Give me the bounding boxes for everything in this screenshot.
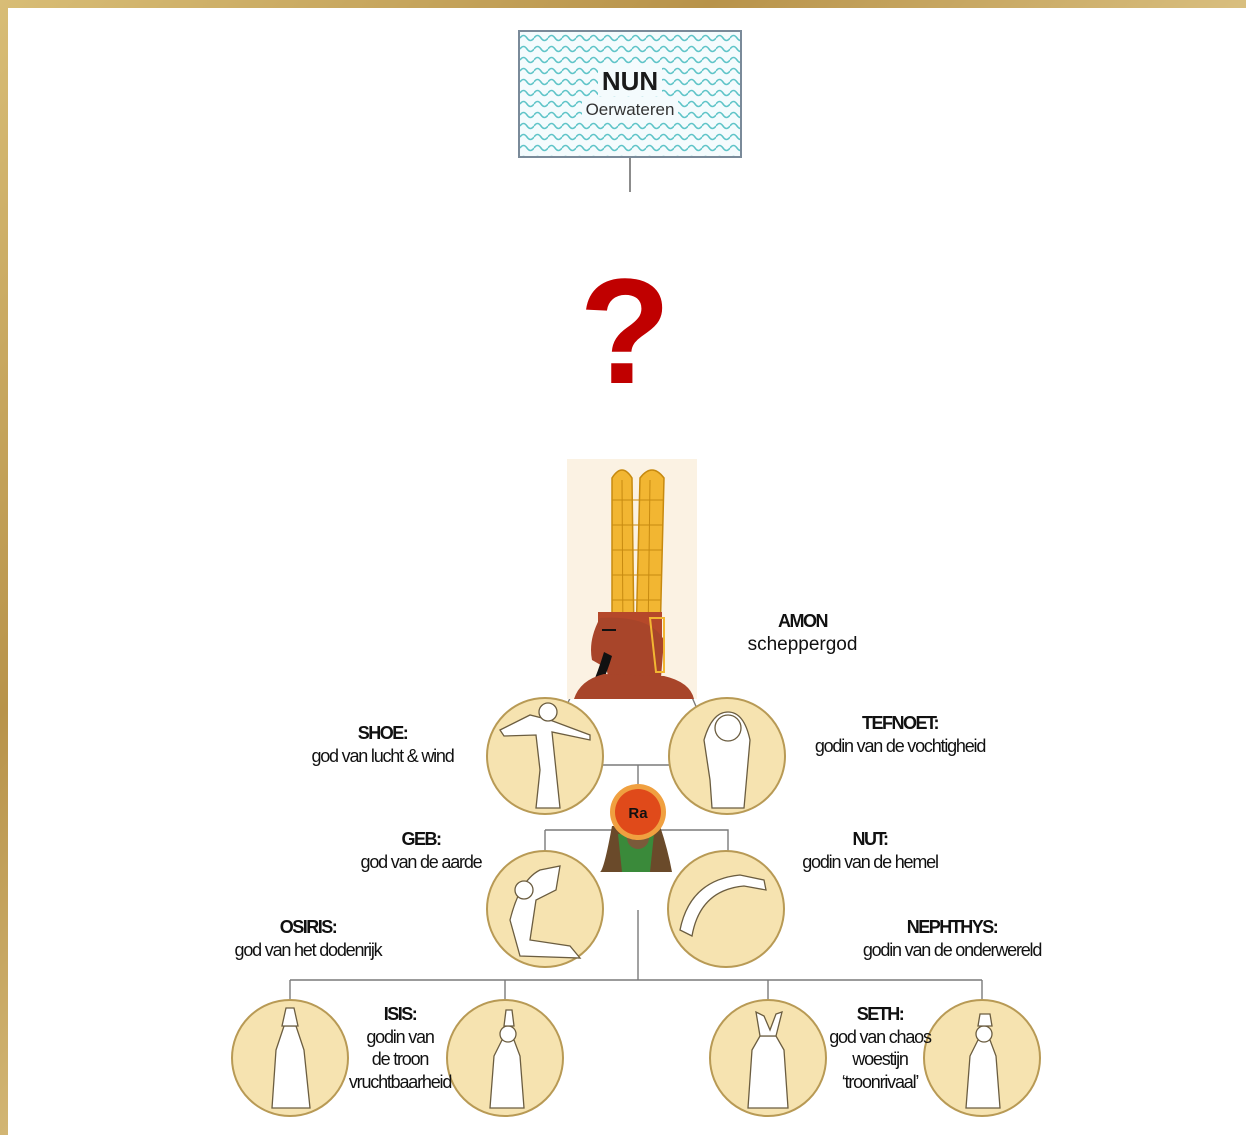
isis-label: ISIS: godin van de troon vruchtbaarheid (340, 1003, 460, 1093)
nephthys-description: godin van de onderwereld (862, 939, 1043, 960)
isis-line-2: de troon (371, 1049, 430, 1069)
seth-line-1: god van chaos (829, 1026, 932, 1047)
amon-portrait (567, 459, 697, 699)
shoe-name: SHOE: (357, 723, 409, 743)
nun-box: NUN Oerwateren (518, 30, 742, 158)
shoe-label: SHOE: god van lucht & wind (300, 722, 465, 767)
amon-description: scheppergod (747, 633, 858, 655)
geb-description: god van de aarde (360, 851, 483, 872)
tefnoet-label: TEFNOET: godin van de vochtigheid (800, 712, 1000, 757)
seth-line-2: woestijn (852, 1049, 909, 1069)
nut-medallion (667, 850, 785, 968)
amon-name: AMON (778, 611, 829, 631)
osiris-description: god van het dodenrijk (234, 939, 383, 960)
nephthys-name: NEPHTHYS: (906, 917, 999, 937)
nut-description: godin van de hemel (802, 851, 939, 872)
seth-line-3: ‘troonrivaal’ (841, 1071, 920, 1092)
nut-name: NUT: (852, 829, 890, 849)
nun-title: NUN (520, 66, 740, 97)
geb-label: GEB: god van de aarde (346, 828, 496, 873)
osiris-name: OSIRIS: (279, 917, 338, 937)
tefnoet-name: TEFNOET: (862, 713, 940, 733)
isis-line-1: godin van (366, 1026, 434, 1047)
amon-label: AMON scheppergod (730, 610, 875, 656)
nut-label: NUT: godin van de hemel (790, 828, 950, 873)
isis-name: ISIS: (383, 1004, 418, 1024)
question-mark: ? (579, 247, 671, 415)
nun-subtitle: Oerwateren (520, 100, 740, 120)
nephthys-label: NEPHTHYS: godin van de onderwereld (846, 916, 1058, 961)
seth-label: SETH: god van chaos woestijn ‘troonrivaa… (818, 1003, 942, 1093)
ra-figure: Ra (600, 784, 672, 872)
osiris-label: OSIRIS: god van het dodenrijk (218, 916, 398, 961)
geb-name: GEB: (401, 829, 443, 849)
ra-label: Ra (628, 805, 648, 822)
isis-line-3: vruchtbaarheid (348, 1071, 452, 1092)
tefnoet-description: godin van de vochtigheid (814, 735, 987, 756)
shoe-description: god van lucht & wind (311, 745, 454, 766)
seth-name: SETH: (856, 1004, 905, 1024)
